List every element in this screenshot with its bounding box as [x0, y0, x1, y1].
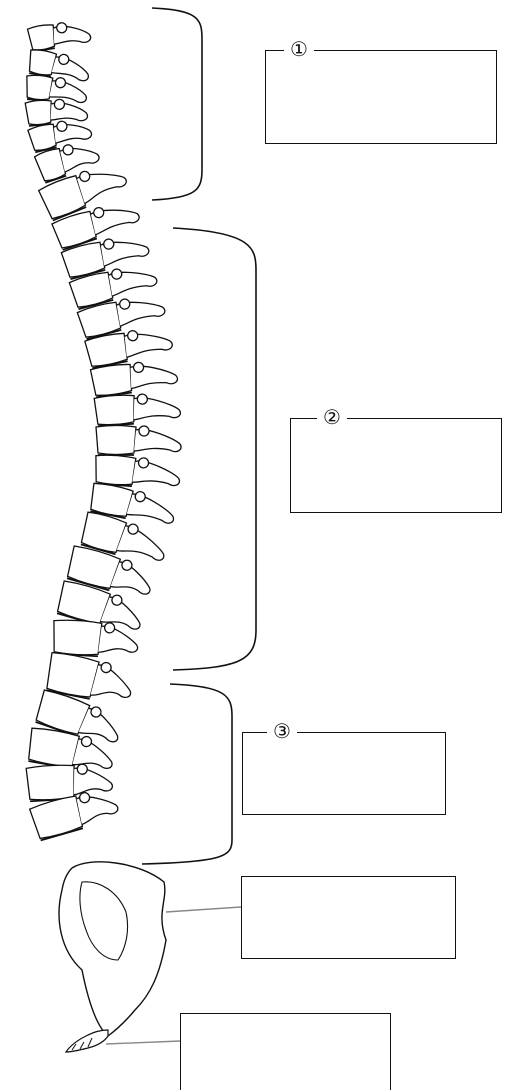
bracket-cervical	[152, 8, 202, 200]
leader-coccyx	[106, 1041, 180, 1044]
bracket-lumbar	[142, 684, 232, 864]
label-2: ②	[317, 405, 347, 429]
sacrum	[59, 862, 166, 1036]
leader-sacrum	[166, 907, 241, 912]
vertebra	[94, 391, 181, 426]
answer-box-thoracic[interactable]: ②	[290, 418, 502, 513]
answer-box-coccyx[interactable]	[180, 1013, 391, 1090]
bracket-thoracic	[173, 228, 256, 670]
vertebra	[96, 426, 181, 456]
label-3: ③	[267, 719, 297, 743]
vertebral-column	[25, 18, 181, 841]
label-1: ①	[284, 37, 314, 61]
answer-box-lumbar[interactable]: ③	[242, 732, 446, 815]
answer-box-cervical[interactable]: ①	[265, 50, 497, 144]
vertebra	[27, 18, 91, 52]
vertebra	[26, 762, 113, 801]
answer-box-sacrum[interactable]	[241, 876, 456, 959]
